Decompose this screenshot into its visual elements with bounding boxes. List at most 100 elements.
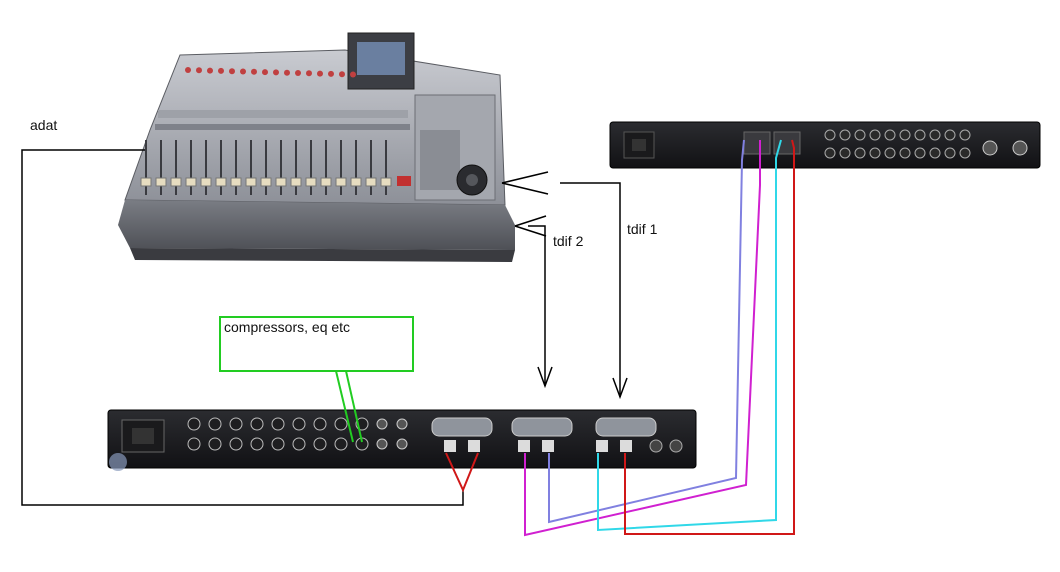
fader-cap <box>335 177 347 187</box>
jack <box>914 129 926 141</box>
jack <box>187 417 201 431</box>
console-knob <box>185 67 191 73</box>
console-knob <box>273 69 279 76</box>
fader-slot <box>370 140 372 195</box>
console-screen <box>357 42 405 75</box>
jack <box>396 438 408 450</box>
jack <box>208 437 222 451</box>
console-knob <box>218 67 224 74</box>
rack-interface-top <box>609 121 1041 169</box>
console-knob <box>262 69 268 76</box>
console-knob-row <box>185 67 356 78</box>
jack <box>929 129 941 141</box>
jack <box>271 417 285 431</box>
console-knob <box>240 68 246 75</box>
fader-cap <box>200 177 212 187</box>
fader-slot <box>160 140 162 195</box>
console-knob <box>295 70 301 76</box>
fader-cap <box>320 177 332 187</box>
console-knob <box>339 71 345 78</box>
console-fader-bank <box>140 140 392 195</box>
fader-slot <box>280 140 282 195</box>
fader-cap <box>290 177 302 187</box>
cable-red <box>624 139 795 535</box>
jack <box>313 437 327 451</box>
jack <box>944 147 956 159</box>
tdif-1-cable <box>501 171 628 400</box>
fader-slot <box>310 140 312 195</box>
fader-cap <box>365 177 377 187</box>
jack <box>250 437 264 451</box>
jack <box>292 417 306 431</box>
fader-slot <box>295 140 297 195</box>
fader-cap <box>185 177 197 187</box>
jack <box>899 129 911 141</box>
tdif-1-label: tdif 1 <box>627 221 658 237</box>
jack <box>313 417 327 431</box>
jack <box>292 437 306 451</box>
jack <box>229 417 243 431</box>
fader-slot <box>385 140 387 195</box>
fader-slot <box>325 140 327 195</box>
cable-cyan <box>597 139 782 532</box>
tdif-2-cable <box>514 215 553 389</box>
fader-cap <box>140 177 152 187</box>
fader-cap <box>380 177 392 187</box>
adat-cable <box>21 149 464 506</box>
fader-slot <box>235 140 237 195</box>
jack <box>824 129 836 141</box>
fader-slot <box>175 140 177 195</box>
cable-lavender <box>548 139 745 524</box>
jack <box>824 147 836 159</box>
rack-interface-bottom <box>107 409 697 471</box>
jack <box>944 129 956 141</box>
fader-slot <box>190 140 192 195</box>
dsub-connector-2 <box>511 417 573 437</box>
console-knob <box>251 68 257 75</box>
jack <box>869 147 881 159</box>
fader-slot <box>205 140 207 195</box>
jack <box>854 129 866 141</box>
console-knob <box>328 70 334 77</box>
insert-cable <box>335 370 363 443</box>
compressors-box <box>219 316 414 372</box>
jack <box>839 147 851 159</box>
fader-cap <box>275 177 287 187</box>
fader-cap <box>170 177 182 187</box>
xlr-jack <box>1012 140 1028 156</box>
fader-cap <box>350 177 362 187</box>
fader-slot <box>220 140 222 195</box>
console-knob <box>207 67 213 74</box>
jack <box>334 437 348 451</box>
fader-slot <box>145 140 147 195</box>
fader-cap <box>155 177 167 187</box>
jack <box>250 417 264 431</box>
rack-top-jacks <box>824 129 1028 159</box>
dsub-connector-3 <box>595 417 657 437</box>
jack <box>187 437 201 451</box>
jack <box>959 147 971 159</box>
jack <box>959 129 971 141</box>
console-knob <box>350 71 356 78</box>
digital-mixing-console <box>118 32 515 262</box>
fader-cap <box>305 177 317 187</box>
jack <box>884 129 896 141</box>
jack <box>914 147 926 159</box>
console-knob <box>306 70 312 77</box>
jack <box>884 147 896 159</box>
jack <box>839 129 851 141</box>
adat-label: adat <box>30 117 58 133</box>
optical-y-cable <box>445 452 479 493</box>
console-knob <box>317 70 323 77</box>
dsub-connector-1 <box>431 417 493 437</box>
cable-magenta <box>524 140 761 537</box>
jack <box>869 129 881 141</box>
fader-slot <box>250 140 252 195</box>
console-knob <box>229 68 235 75</box>
jack <box>396 418 408 430</box>
jack <box>929 147 941 159</box>
fader-slot <box>340 140 342 195</box>
jack <box>334 417 348 431</box>
fader-cap <box>230 177 242 187</box>
fader-cap <box>245 177 257 187</box>
